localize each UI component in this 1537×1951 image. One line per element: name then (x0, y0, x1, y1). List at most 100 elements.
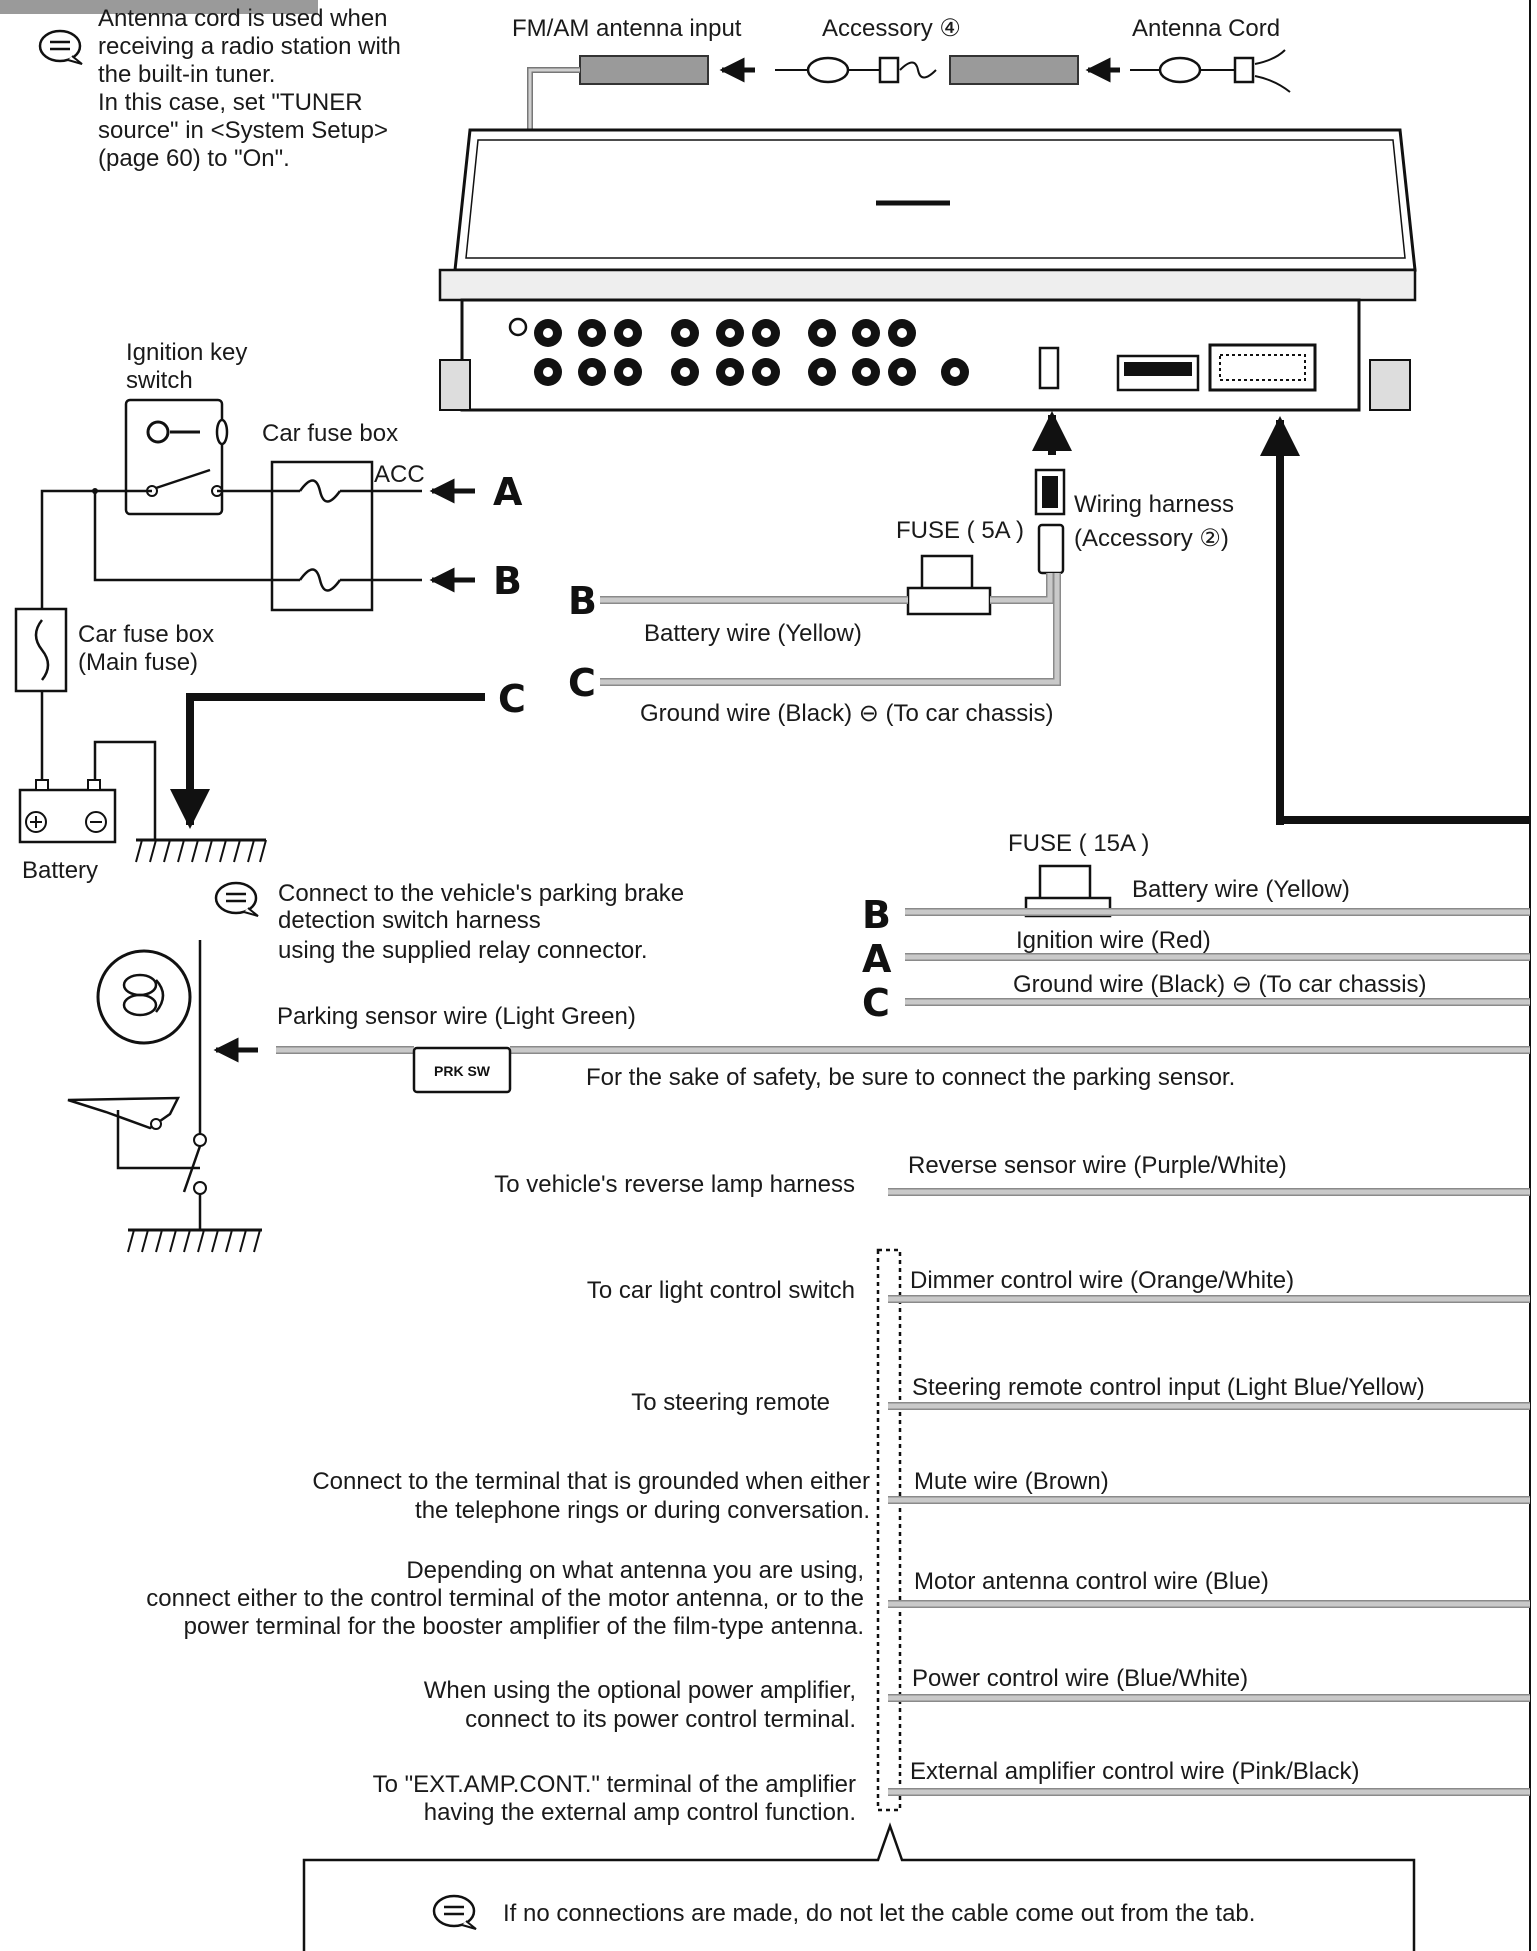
svg-text:When using the optional power: When using the optional power amplifier, (424, 1677, 856, 1704)
motor-antenna-instruction-line: Depending on what antenna you are using, (406, 1557, 864, 1584)
note-icon (214, 881, 259, 917)
svg-text:C: C (498, 677, 526, 721)
bottom-note: If no connections are made, do not let t… (302, 1822, 1416, 1951)
svg-text:(page 60) to "On".: (page 60) to "On". (98, 145, 290, 172)
svg-text:Reverse sensor wire (Purple/Wh: Reverse sensor wire (Purple/White) (908, 1152, 1287, 1179)
svg-text:FM/AM antenna input: FM/AM antenna input (512, 15, 742, 42)
svg-text:Antenna Cord: Antenna Cord (1132, 15, 1280, 42)
svg-text:If no connections are made, do: If no connections are made, do not let t… (503, 1900, 1255, 1927)
svg-text:Ground wire (Black) ⊖ (To car: Ground wire (Black) ⊖ (To car chassis) (1013, 971, 1427, 998)
prk-sw-label: PRK SW (434, 1063, 491, 1079)
svg-text:Depending on what antenna you: Depending on what antenna you are using, (406, 1557, 864, 1584)
mute-instruction-line: the telephone rings or during conversati… (415, 1497, 870, 1524)
antenna-note-line: receiving a radio station with (98, 33, 401, 60)
battery-wire-label: Battery wire (Yellow) (644, 620, 862, 647)
car-fuse-box-label: Car fuse box (262, 420, 398, 447)
motor-antenna-instruction-line: power terminal for the booster amplifier… (184, 1613, 864, 1640)
antenna-cord-plug-icon (1130, 49, 1291, 93)
svg-text:Dimmer control wire (Orange/Wh: Dimmer control wire (Orange/White) (910, 1267, 1294, 1294)
letter-c-main: C (862, 981, 890, 1025)
ground-symbol-icon (135, 838, 267, 863)
parking-brake-lamp-icon (96, 940, 202, 1140)
svg-text:Motor antenna control wire (Bl: Motor antenna control wire (Blue) (914, 1568, 1269, 1595)
svg-text:B: B (862, 893, 891, 937)
parking-brake-lever-icon (67, 1096, 207, 1230)
accessory-4-label: Accessory ④ (822, 15, 961, 42)
svg-text:Mute wire (Brown): Mute wire (Brown) (914, 1468, 1109, 1495)
fm-am-antenna-input-label: FM/AM antenna input (512, 15, 742, 42)
note-icon (432, 1894, 477, 1930)
svg-text:To "EXT.AMP.CONT." terminal of: To "EXT.AMP.CONT." terminal of the ampli… (373, 1771, 856, 1798)
antenna-note-line: In this case, set "TUNER (98, 89, 363, 116)
svg-text:Steering remote control input: Steering remote control input (Light Blu… (912, 1374, 1425, 1401)
prk-sw-connector (412, 1046, 512, 1094)
acc-label: ACC (374, 461, 425, 488)
reverse-lamp-instruction: To vehicle's reverse lamp harness (494, 1171, 855, 1198)
main-harness: FUSE ( 15A ) B A C Battery wire (Yellow)… (862, 830, 1530, 1025)
svg-text:PRK SW: PRK SW (434, 1063, 491, 1079)
svg-text:the built-in tuner.: the built-in tuner. (98, 61, 275, 88)
svg-text:receiving a radio station with: receiving a radio station with (98, 33, 401, 60)
svg-text:Ignition key: Ignition key (126, 339, 247, 366)
svg-text:(Accessory ②): (Accessory ②) (1074, 525, 1229, 552)
svg-text:power terminal for the booster: power terminal for the booster amplifier… (184, 1613, 864, 1640)
wiring-harness-small: Wiring harness (Accessory ②) FUSE ( 5A )… (568, 468, 1234, 727)
dimmer-control-wire-label: Dimmer control wire (Orange/White) (910, 1267, 1294, 1294)
mute-instruction-line: Connect to the terminal that is grounded… (312, 1468, 870, 1495)
external-amp-wire-label: External amplifier control wire (Pink/Bl… (910, 1758, 1359, 1785)
svg-text:Car fuse box: Car fuse box (78, 621, 214, 648)
svg-text:source" in <System Setup>: source" in <System Setup> (98, 117, 388, 144)
svg-text:Connect to the vehicle's parki: Connect to the vehicle's parking brake (278, 880, 684, 907)
svg-text:Wiring harness: Wiring harness (1074, 491, 1234, 518)
fuse-15a-label: FUSE ( 15A ) (1008, 830, 1149, 857)
letter-b-main: B (862, 893, 891, 937)
motor-antenna-wire-label: Motor antenna control wire (Blue) (914, 1568, 1269, 1595)
svg-text:Accessory ④: Accessory ④ (822, 15, 961, 42)
fuse-5a-icon (906, 554, 992, 616)
antenna-cord-label: Antenna Cord (1132, 15, 1280, 42)
svg-text:using the supplied relay conne: using the supplied relay connector. (278, 937, 648, 964)
antenna-note-line: Antenna cord is used when (98, 5, 388, 32)
svg-text:C: C (862, 981, 890, 1025)
svg-text:(Main fuse): (Main fuse) (78, 649, 198, 676)
battery-icon (18, 779, 117, 844)
parking-note-line: using the supplied relay connector. (278, 937, 648, 964)
parking-safety-text: For the sake of safety, be sure to conne… (586, 1064, 1235, 1091)
antenna-note-line: source" in <System Setup> (98, 117, 388, 144)
steering-remote-wire-label: Steering remote control input (Light Blu… (912, 1374, 1425, 1401)
svg-text:In this case, set "TUNER: In this case, set "TUNER (98, 89, 363, 116)
antenna-adapter-icon (775, 56, 937, 84)
svg-text:A: A (493, 470, 523, 514)
light-control-instruction: To car light control switch (587, 1277, 855, 1304)
svg-text:FUSE ( 15A ): FUSE ( 15A ) (1008, 830, 1149, 857)
svg-text:Battery wire (Yellow): Battery wire (Yellow) (1132, 876, 1350, 903)
external-amp-instruction-line: having the external amp control function… (424, 1799, 856, 1826)
head-unit (438, 128, 1417, 412)
main-fuse-icon (14, 607, 68, 693)
svg-text:the telephone rings or during: the telephone rings or during conversati… (415, 1497, 870, 1524)
parking-section: Connect to the vehicle's parking brake d… (67, 880, 1530, 1253)
svg-text:B: B (568, 579, 597, 623)
svg-text:Ignition wire (Red): Ignition wire (Red) (1016, 927, 1211, 954)
svg-text:Parking sensor wire (Light Gre: Parking sensor wire (Light Green) (277, 1003, 636, 1030)
rca-jacks (534, 319, 969, 386)
svg-text:connect to its power control t: connect to its power control terminal. (465, 1706, 856, 1733)
svg-text:connect either to the control: connect either to the control terminal o… (146, 1585, 864, 1612)
car-fuse-box-icon (270, 460, 374, 612)
wiring-harness-label: (Accessory ②) (1074, 525, 1229, 552)
svg-text:Ground wire (Black) ⊖ (To car: Ground wire (Black) ⊖ (To car chassis) (640, 700, 1054, 727)
svg-text:Antenna cord is used when: Antenna cord is used when (98, 5, 388, 32)
svg-text:C: C (568, 661, 596, 705)
main-fuse-label: (Main fuse) (78, 649, 198, 676)
mute-wire-label: Mute wire (Brown) (914, 1468, 1109, 1495)
antenna-note-line: the built-in tuner. (98, 61, 275, 88)
svg-text:Connect to the terminal that i: Connect to the terminal that is grounded… (312, 1468, 870, 1495)
svg-text:For the sake of safety, be sur: For the sake of safety, be sure to conne… (586, 1064, 1235, 1091)
letter-b: B (493, 559, 522, 603)
ignition-key-switch-icon (124, 398, 229, 516)
parking-note-line: detection switch harness (278, 907, 541, 934)
note-icon (38, 29, 83, 65)
fuse-5a-label: FUSE ( 5A ) (896, 517, 1024, 544)
power-control-instruction-line: When using the optional power amplifier, (424, 1677, 856, 1704)
